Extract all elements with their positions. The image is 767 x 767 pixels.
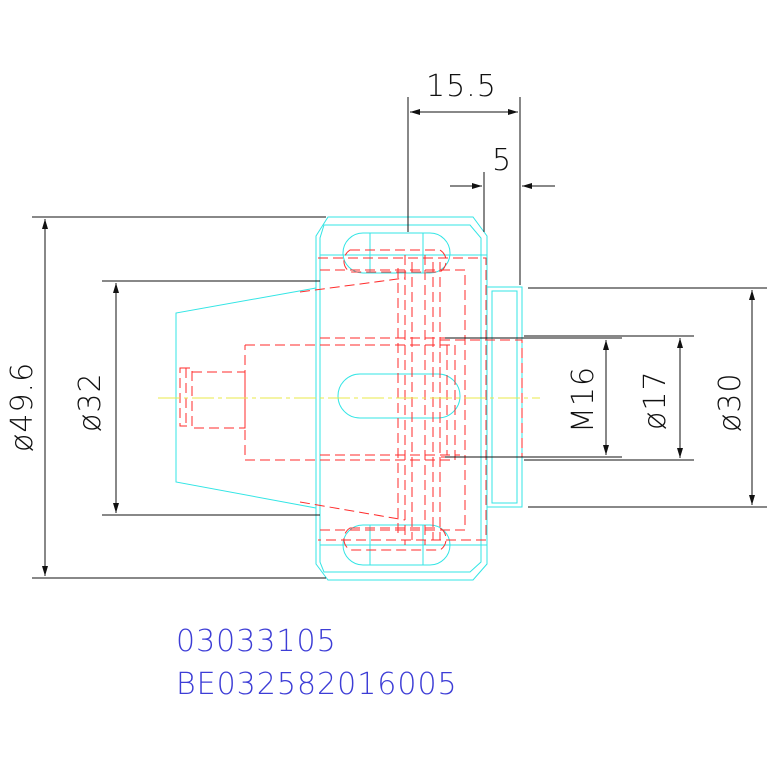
dim-thread: M16 bbox=[566, 366, 601, 433]
dim-top-offset: 5 bbox=[492, 143, 512, 178]
dim-cone-diameter: ø32 bbox=[73, 372, 108, 432]
dimension-lines bbox=[32, 97, 767, 579]
part-number-primary: 03033105 bbox=[176, 624, 337, 659]
part-number-secondary: BE032582016005 bbox=[176, 667, 458, 702]
dim-bore-diameter: ø17 bbox=[638, 370, 673, 430]
dim-outer-diameter: ø49.6 bbox=[5, 362, 40, 452]
dim-top-length: 15.5 bbox=[426, 69, 497, 104]
dim-spigot-diameter: ø30 bbox=[713, 372, 748, 432]
hidden-lines bbox=[179, 249, 523, 551]
